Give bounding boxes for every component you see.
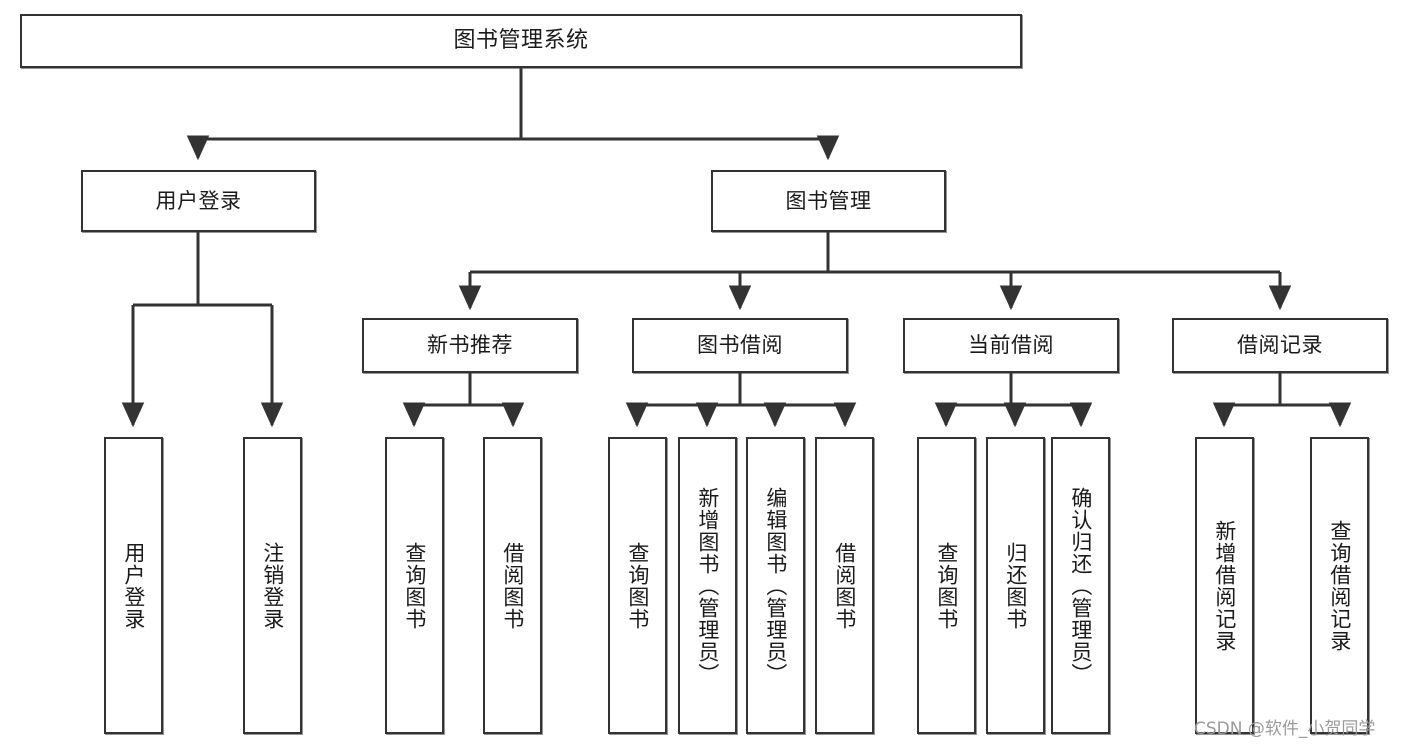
node-leaf-user-login[interactable]: 用户登录 bbox=[104, 437, 163, 734]
node-leaf-return-book-label: 归还图书 bbox=[1003, 541, 1028, 630]
node-leaf-query-book-borrow[interactable]: 查询图书 bbox=[608, 437, 667, 734]
node-leaf-confirm-return-admin-label: 确认归还（管理员） bbox=[1068, 486, 1093, 685]
node-book-management-label: 图书管理 bbox=[785, 188, 872, 213]
node-leaf-borrow-book[interactable]: 借阅图书 bbox=[815, 437, 874, 734]
node-borrow-records-label: 借阅记录 bbox=[1237, 333, 1323, 358]
node-leaf-add-book-admin-label: 新增图书（管理员） bbox=[695, 486, 720, 685]
node-new-book-recommend[interactable]: 新书推荐 bbox=[362, 318, 578, 373]
node-leaf-user-login-label: 用户登录 bbox=[121, 541, 146, 630]
node-leaf-query-book-borrow-label: 查询图书 bbox=[625, 541, 650, 630]
node-leaf-query-book-recommend[interactable]: 查询图书 bbox=[385, 437, 444, 734]
node-book-management[interactable]: 图书管理 bbox=[711, 170, 946, 232]
node-leaf-logout-login-label: 注销登录 bbox=[260, 541, 285, 630]
node-leaf-query-borrow-record-label: 查询借阅记录 bbox=[1327, 519, 1352, 652]
node-new-book-recommend-label: 新书推荐 bbox=[427, 333, 513, 358]
node-leaf-add-borrow-record-label: 新增借阅记录 bbox=[1212, 519, 1237, 652]
node-leaf-logout-login[interactable]: 注销登录 bbox=[243, 437, 302, 734]
node-leaf-query-borrow-record[interactable]: 查询借阅记录 bbox=[1310, 437, 1369, 734]
node-user-login[interactable]: 用户登录 bbox=[81, 170, 316, 232]
node-leaf-borrow-book-recommend-label: 借阅图书 bbox=[500, 541, 525, 630]
csdn-watermark: CSDN @软件_小贺同学 bbox=[1194, 719, 1376, 739]
node-root[interactable]: 图书管理系统 bbox=[20, 14, 1022, 68]
node-user-login-label: 用户登录 bbox=[155, 188, 242, 213]
node-leaf-query-book-recommend-label: 查询图书 bbox=[402, 541, 427, 630]
node-leaf-edit-book-admin-label: 编辑图书（管理员） bbox=[763, 486, 788, 685]
node-book-borrow[interactable]: 图书借阅 bbox=[632, 318, 848, 373]
node-leaf-return-book[interactable]: 归还图书 bbox=[986, 437, 1045, 734]
node-leaf-add-book-admin[interactable]: 新增图书（管理员） bbox=[678, 437, 737, 734]
node-borrow-records[interactable]: 借阅记录 bbox=[1172, 318, 1388, 373]
node-leaf-query-book-current[interactable]: 查询图书 bbox=[917, 437, 976, 734]
node-leaf-borrow-book-recommend[interactable]: 借阅图书 bbox=[483, 437, 542, 734]
node-leaf-query-book-current-label: 查询图书 bbox=[934, 541, 959, 630]
node-current-borrow-label: 当前借阅 bbox=[968, 333, 1054, 358]
node-leaf-add-borrow-record[interactable]: 新增借阅记录 bbox=[1195, 437, 1254, 734]
node-leaf-borrow-book-label: 借阅图书 bbox=[832, 541, 857, 630]
node-current-borrow[interactable]: 当前借阅 bbox=[903, 318, 1119, 373]
node-root-label: 图书管理系统 bbox=[453, 28, 589, 54]
node-leaf-confirm-return-admin[interactable]: 确认归还（管理员） bbox=[1051, 437, 1110, 734]
node-leaf-edit-book-admin[interactable]: 编辑图书（管理员） bbox=[746, 437, 805, 734]
node-book-borrow-label: 图书借阅 bbox=[697, 333, 783, 358]
